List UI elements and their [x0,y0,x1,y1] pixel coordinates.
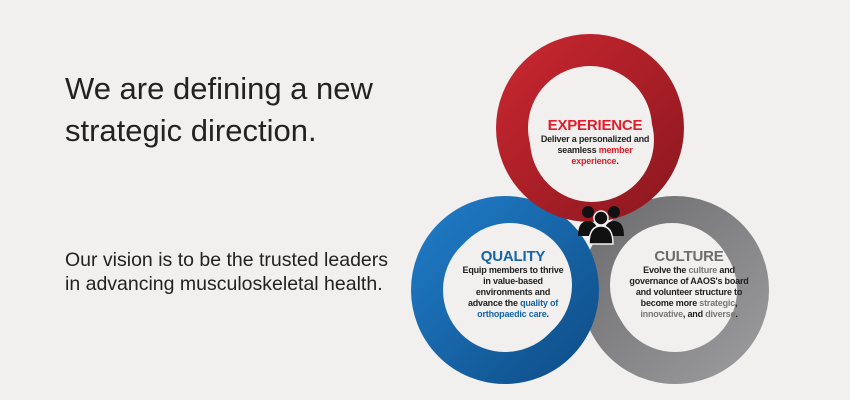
quality-title: QUALITY [480,248,546,265]
culture-desc-1: Evolve the [643,265,689,275]
quality-end: . [546,309,550,319]
experience-highlight: member experience [571,145,633,166]
experience-end: . [616,156,619,166]
culture-highlight-1: culture [688,265,718,275]
culture-desc-3: , [735,298,738,308]
experience-inner [530,78,654,202]
headline: We are defining a new strategic directio… [65,71,373,148]
culture-desc-2: and governance of AAOS's board and volun… [629,265,749,308]
culture-desc-4: , and [682,309,706,319]
experience-text: EXPERIENCE Deliver a personalized and se… [540,117,650,167]
quality-text: QUALITY Equip members to thrive in value… [458,248,568,320]
culture-inner [610,223,734,347]
quality-highlight: quality of orthopaedic care [477,298,559,319]
quality-desc: Equip members to thrive in value-based e… [462,265,564,308]
quality-inner [448,223,572,347]
culture-highlight-3: innovative [640,309,683,319]
vision-statement: Our vision is to be the trusted leaders … [65,249,388,295]
experience-title: EXPERIENCE [547,117,643,134]
culture-highlight-4: diverse [705,309,736,319]
culture-highlight-2: strategic [699,298,736,308]
quality-ring [411,196,599,384]
culture-end: . [735,309,738,319]
experience-desc: Deliver a personalized and seamless [540,134,650,155]
experience-ring [496,34,684,222]
culture-title: CULTURE [654,248,724,265]
culture-text: CULTURE Evolve the culture and governanc… [628,248,750,320]
people-group-icon [578,206,624,245]
